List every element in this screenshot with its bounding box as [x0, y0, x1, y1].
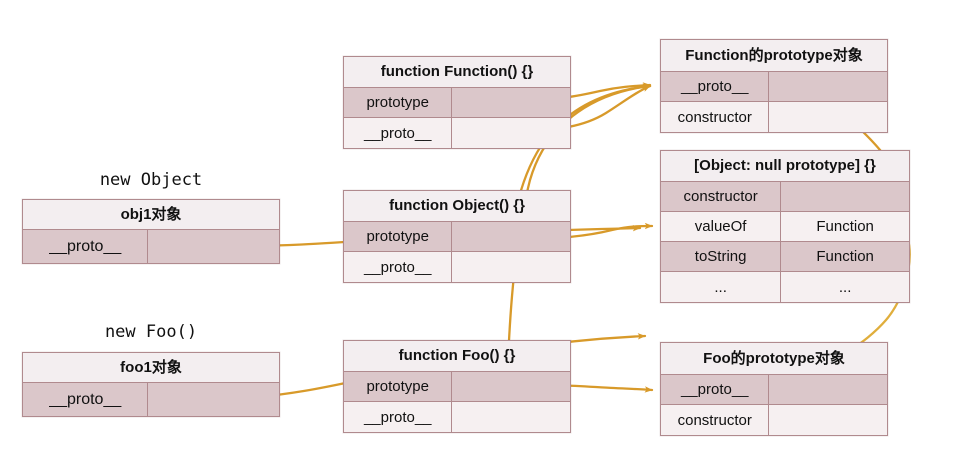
row-key: __proto__: [344, 252, 453, 282]
row-value: ...: [781, 272, 909, 302]
table-row: toString Function: [661, 242, 909, 272]
foo1-title: foo1对象: [23, 353, 279, 383]
row-key: ...: [661, 272, 782, 302]
function-function-box: function Function() {} prototype __proto…: [343, 56, 571, 149]
function-function-title: function Function() {}: [344, 57, 570, 88]
row-key: __proto__: [23, 230, 149, 263]
row-value: [148, 383, 279, 416]
row-key: __proto__: [661, 72, 770, 101]
function-object-title: function Object() {}: [344, 191, 570, 222]
table-row: __proto__: [344, 118, 570, 148]
function-foo-box: function Foo() {} prototype __proto__: [343, 340, 571, 433]
row-key: constructor: [661, 405, 770, 435]
caption-new-foo: new Foo(): [104, 322, 198, 342]
table-row: prototype: [344, 88, 570, 118]
function-prototype-title: Function的prototype对象: [661, 40, 887, 72]
row-key: constructor: [661, 102, 770, 132]
row-key: __proto__: [344, 118, 453, 148]
table-row: constructor: [661, 102, 887, 132]
table-row: constructor: [661, 405, 887, 435]
row-value: [452, 252, 570, 282]
object-null-prototype-title: [Object: null prototype] {}: [661, 151, 909, 182]
object-null-prototype-box: [Object: null prototype] {} constructor …: [660, 150, 910, 303]
row-key: __proto__: [344, 402, 453, 432]
row-value: [452, 372, 570, 401]
row-value: [769, 72, 887, 101]
row-key: prototype: [344, 222, 453, 251]
table-row: ... ...: [661, 272, 909, 302]
row-value: [452, 118, 570, 148]
foo-prototype-title: Foo的prototype对象: [661, 343, 887, 375]
row-value: [769, 102, 887, 132]
row-value: [452, 402, 570, 432]
function-prototype-box: Function的prototype对象 __proto__ construct…: [660, 39, 888, 133]
table-row: __proto__: [23, 383, 279, 416]
row-value: [148, 230, 279, 263]
row-value: [452, 222, 570, 251]
row-value: [452, 88, 570, 117]
obj1-object-box: obj1对象 __proto__: [22, 199, 280, 264]
caption-new-object: new Object: [99, 170, 203, 190]
table-row: __proto__: [661, 375, 887, 405]
table-row: __proto__: [23, 230, 279, 263]
table-row: valueOf Function: [661, 212, 909, 242]
function-foo-title: function Foo() {}: [344, 341, 570, 372]
table-row: prototype: [344, 222, 570, 252]
row-value: Function: [781, 242, 909, 271]
row-key: __proto__: [23, 383, 149, 416]
function-object-box: function Object() {} prototype __proto__: [343, 190, 571, 283]
table-row: constructor: [661, 182, 909, 212]
row-value: [769, 405, 887, 435]
row-key: valueOf: [661, 212, 782, 241]
obj1-title: obj1对象: [23, 200, 279, 230]
table-row: __proto__: [344, 252, 570, 282]
foo1-object-box: foo1对象 __proto__: [22, 352, 280, 417]
row-key: __proto__: [661, 375, 770, 404]
table-row: prototype: [344, 372, 570, 402]
table-row: __proto__: [344, 402, 570, 432]
table-row: __proto__: [661, 72, 887, 102]
foo-prototype-box: Foo的prototype对象 __proto__ constructor: [660, 342, 888, 436]
row-key: constructor: [661, 182, 782, 211]
row-key: prototype: [344, 372, 453, 401]
row-value: [781, 182, 909, 211]
row-value: [769, 375, 887, 404]
row-key: toString: [661, 242, 782, 271]
row-key: prototype: [344, 88, 453, 117]
row-value: Function: [781, 212, 909, 241]
